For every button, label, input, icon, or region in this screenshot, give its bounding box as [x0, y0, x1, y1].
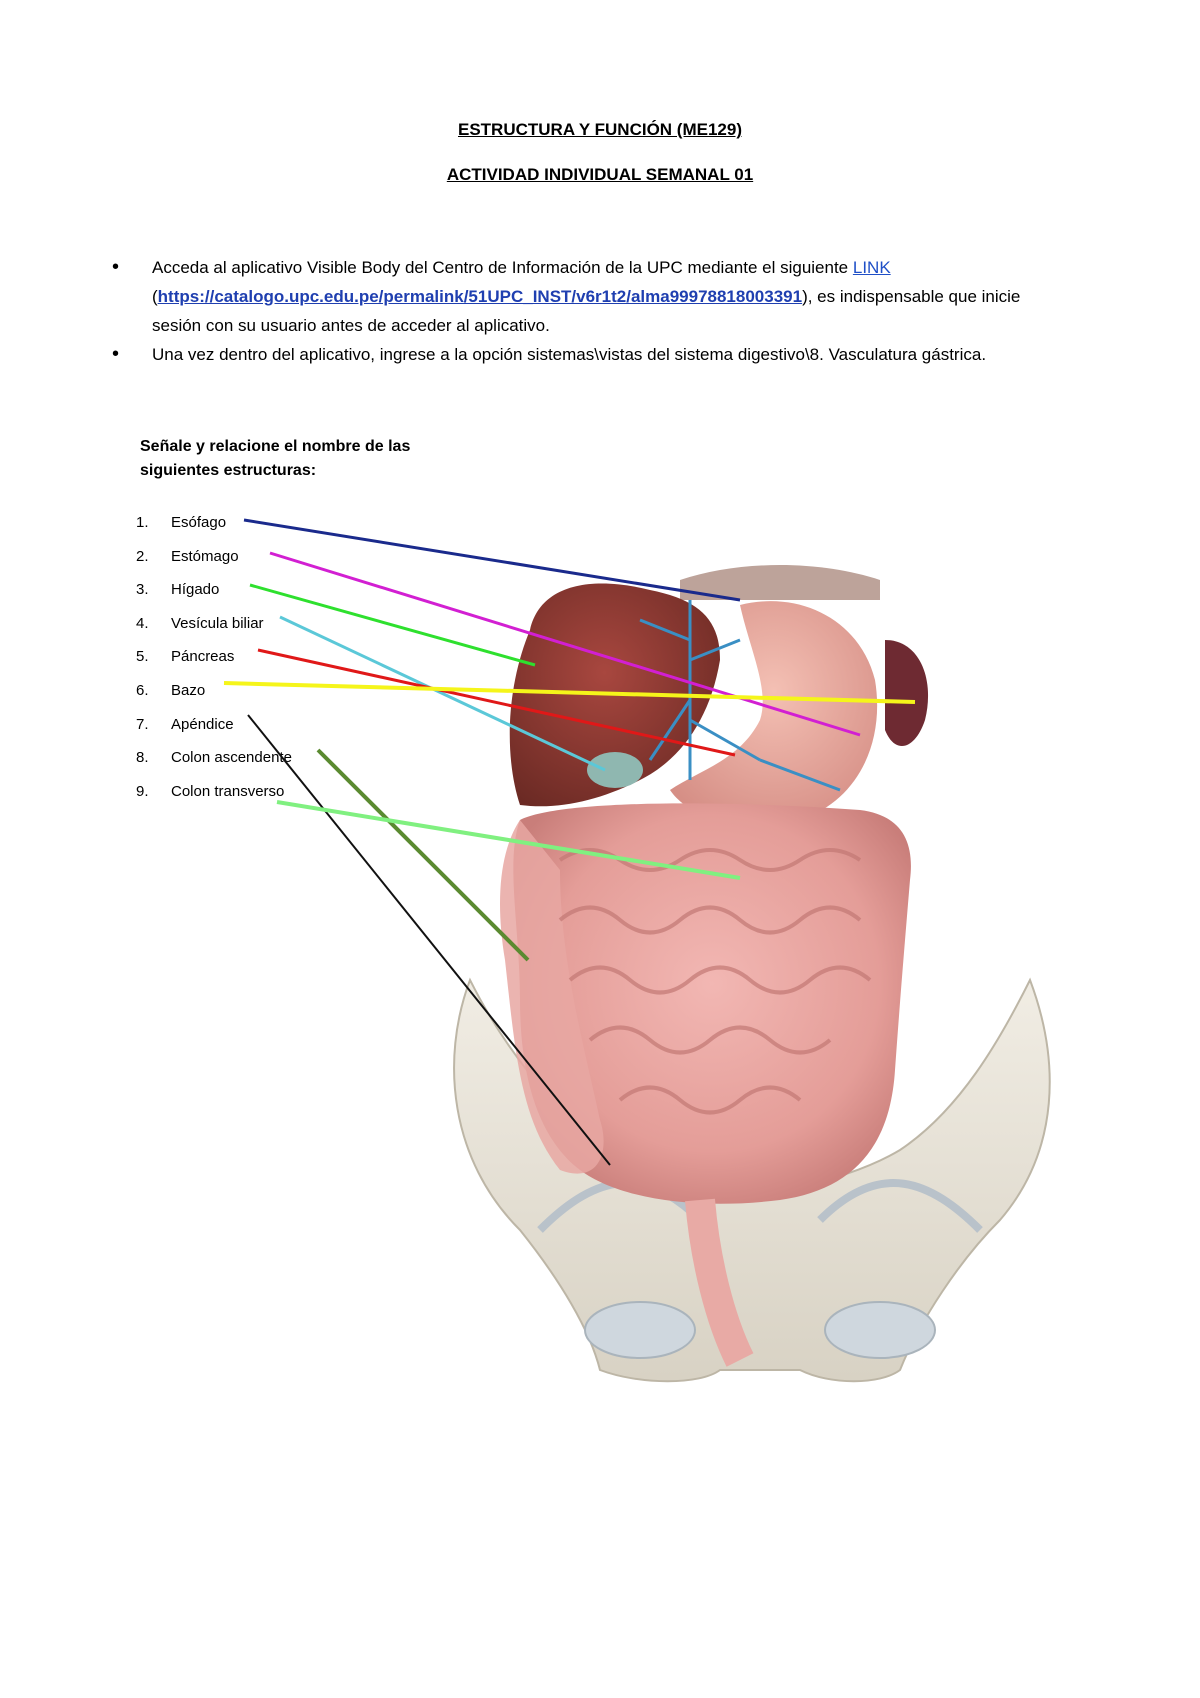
structure-name: Estómago	[171, 547, 239, 565]
pointer-line-esophagus	[243, 518, 741, 602]
bullet-item-access: Acceda al aplicativo Visible Body del Ce…	[112, 253, 1072, 340]
pointer-line-gallbladder	[279, 615, 606, 772]
structure-number: 7.	[136, 715, 149, 733]
structure-name: Esófago	[171, 514, 227, 531]
pointer-line-liver	[249, 583, 536, 667]
structure-item: 8. Colon ascendente	[136, 741, 292, 775]
instruction-bullets: Acceda al aplicativo Visible Body del Ce…	[112, 253, 1072, 369]
pointer-line-stomach	[269, 551, 861, 737]
structure-name: Páncreas	[171, 648, 235, 666]
structure-name: Colon ascendente	[171, 749, 292, 767]
structure-item: 2. Estómago	[136, 540, 292, 574]
structure-item: 6. Bazo	[136, 674, 292, 708]
spleen-organ	[885, 640, 929, 747]
pointer-lines	[223, 518, 916, 1166]
document-title: ESTRUCTURA Y FUNCIÓN (ME129)	[458, 120, 742, 139]
structure-number: 2.	[136, 547, 149, 565]
task-instructions: Señale y relacione el nombre de las sigu…	[140, 438, 411, 479]
structure-name: Hígado	[171, 581, 220, 599]
bullet-text: Acceda al aplicativo Visible Body del Ce…	[152, 258, 853, 277]
structure-number: 6.	[136, 681, 149, 699]
structure-number: 8.	[136, 749, 149, 767]
structure-number: 4.	[136, 614, 149, 632]
pointer-line-spleen	[223, 681, 916, 704]
structure-item: 5. Páncreas	[136, 640, 292, 674]
pointer-line-ascending-colon	[316, 748, 530, 962]
structure-item: 9. Colon transverso	[136, 775, 292, 809]
link-anchor[interactable]: LINK	[852, 258, 891, 277]
catalog-url-link[interactable]: https://catalogo.upc.edu.pe/permalink/51…	[157, 287, 803, 306]
structure-name: Vesícula biliar	[171, 614, 264, 632]
colon-and-intestines	[500, 803, 911, 1367]
document-subtitle: ACTIVIDAD INDIVIDUAL SEMANAL 01	[446, 165, 754, 184]
diaphragm-shape	[680, 565, 880, 600]
bullet-item-navigate: Una vez dentro del aplicativo, ingrese a…	[112, 340, 1072, 369]
structure-number: 1.	[136, 514, 149, 531]
bullet-text: Una vez dentro del aplicativo, ingrese a…	[152, 345, 987, 364]
stomach-organ	[670, 601, 878, 826]
structure-item: 3. Hígado	[136, 573, 292, 607]
structure-list: 1. Esófago 2. Estómago 3. Hígado 4. Vesícula…	[136, 506, 292, 808]
pointer-line-transverse-colon	[276, 800, 741, 880]
structure-item: 7. Apéndice	[136, 708, 292, 742]
structure-name: Bazo	[171, 681, 206, 699]
pelvis-bone	[453, 977, 1051, 1383]
structure-number: 3.	[136, 581, 149, 599]
structure-name: Colon transverso	[171, 782, 285, 800]
structure-item: 4. Vesícula biliar	[136, 607, 292, 641]
structure-item: 1. Esófago	[136, 506, 292, 540]
liver-organ	[509, 583, 720, 807]
pointer-line-pancreas	[257, 648, 736, 757]
structure-number: 9.	[136, 782, 149, 800]
bullet-text-suffix: ), es indispensable que inicie sesión co…	[152, 287, 1021, 335]
structure-number: 5.	[136, 648, 149, 666]
paren-open: (	[152, 287, 158, 306]
vasculature-lines	[639, 600, 841, 792]
structure-name: Apéndice	[171, 715, 234, 733]
gallbladder-organ	[587, 752, 643, 788]
pointer-line-appendix	[247, 714, 611, 1166]
